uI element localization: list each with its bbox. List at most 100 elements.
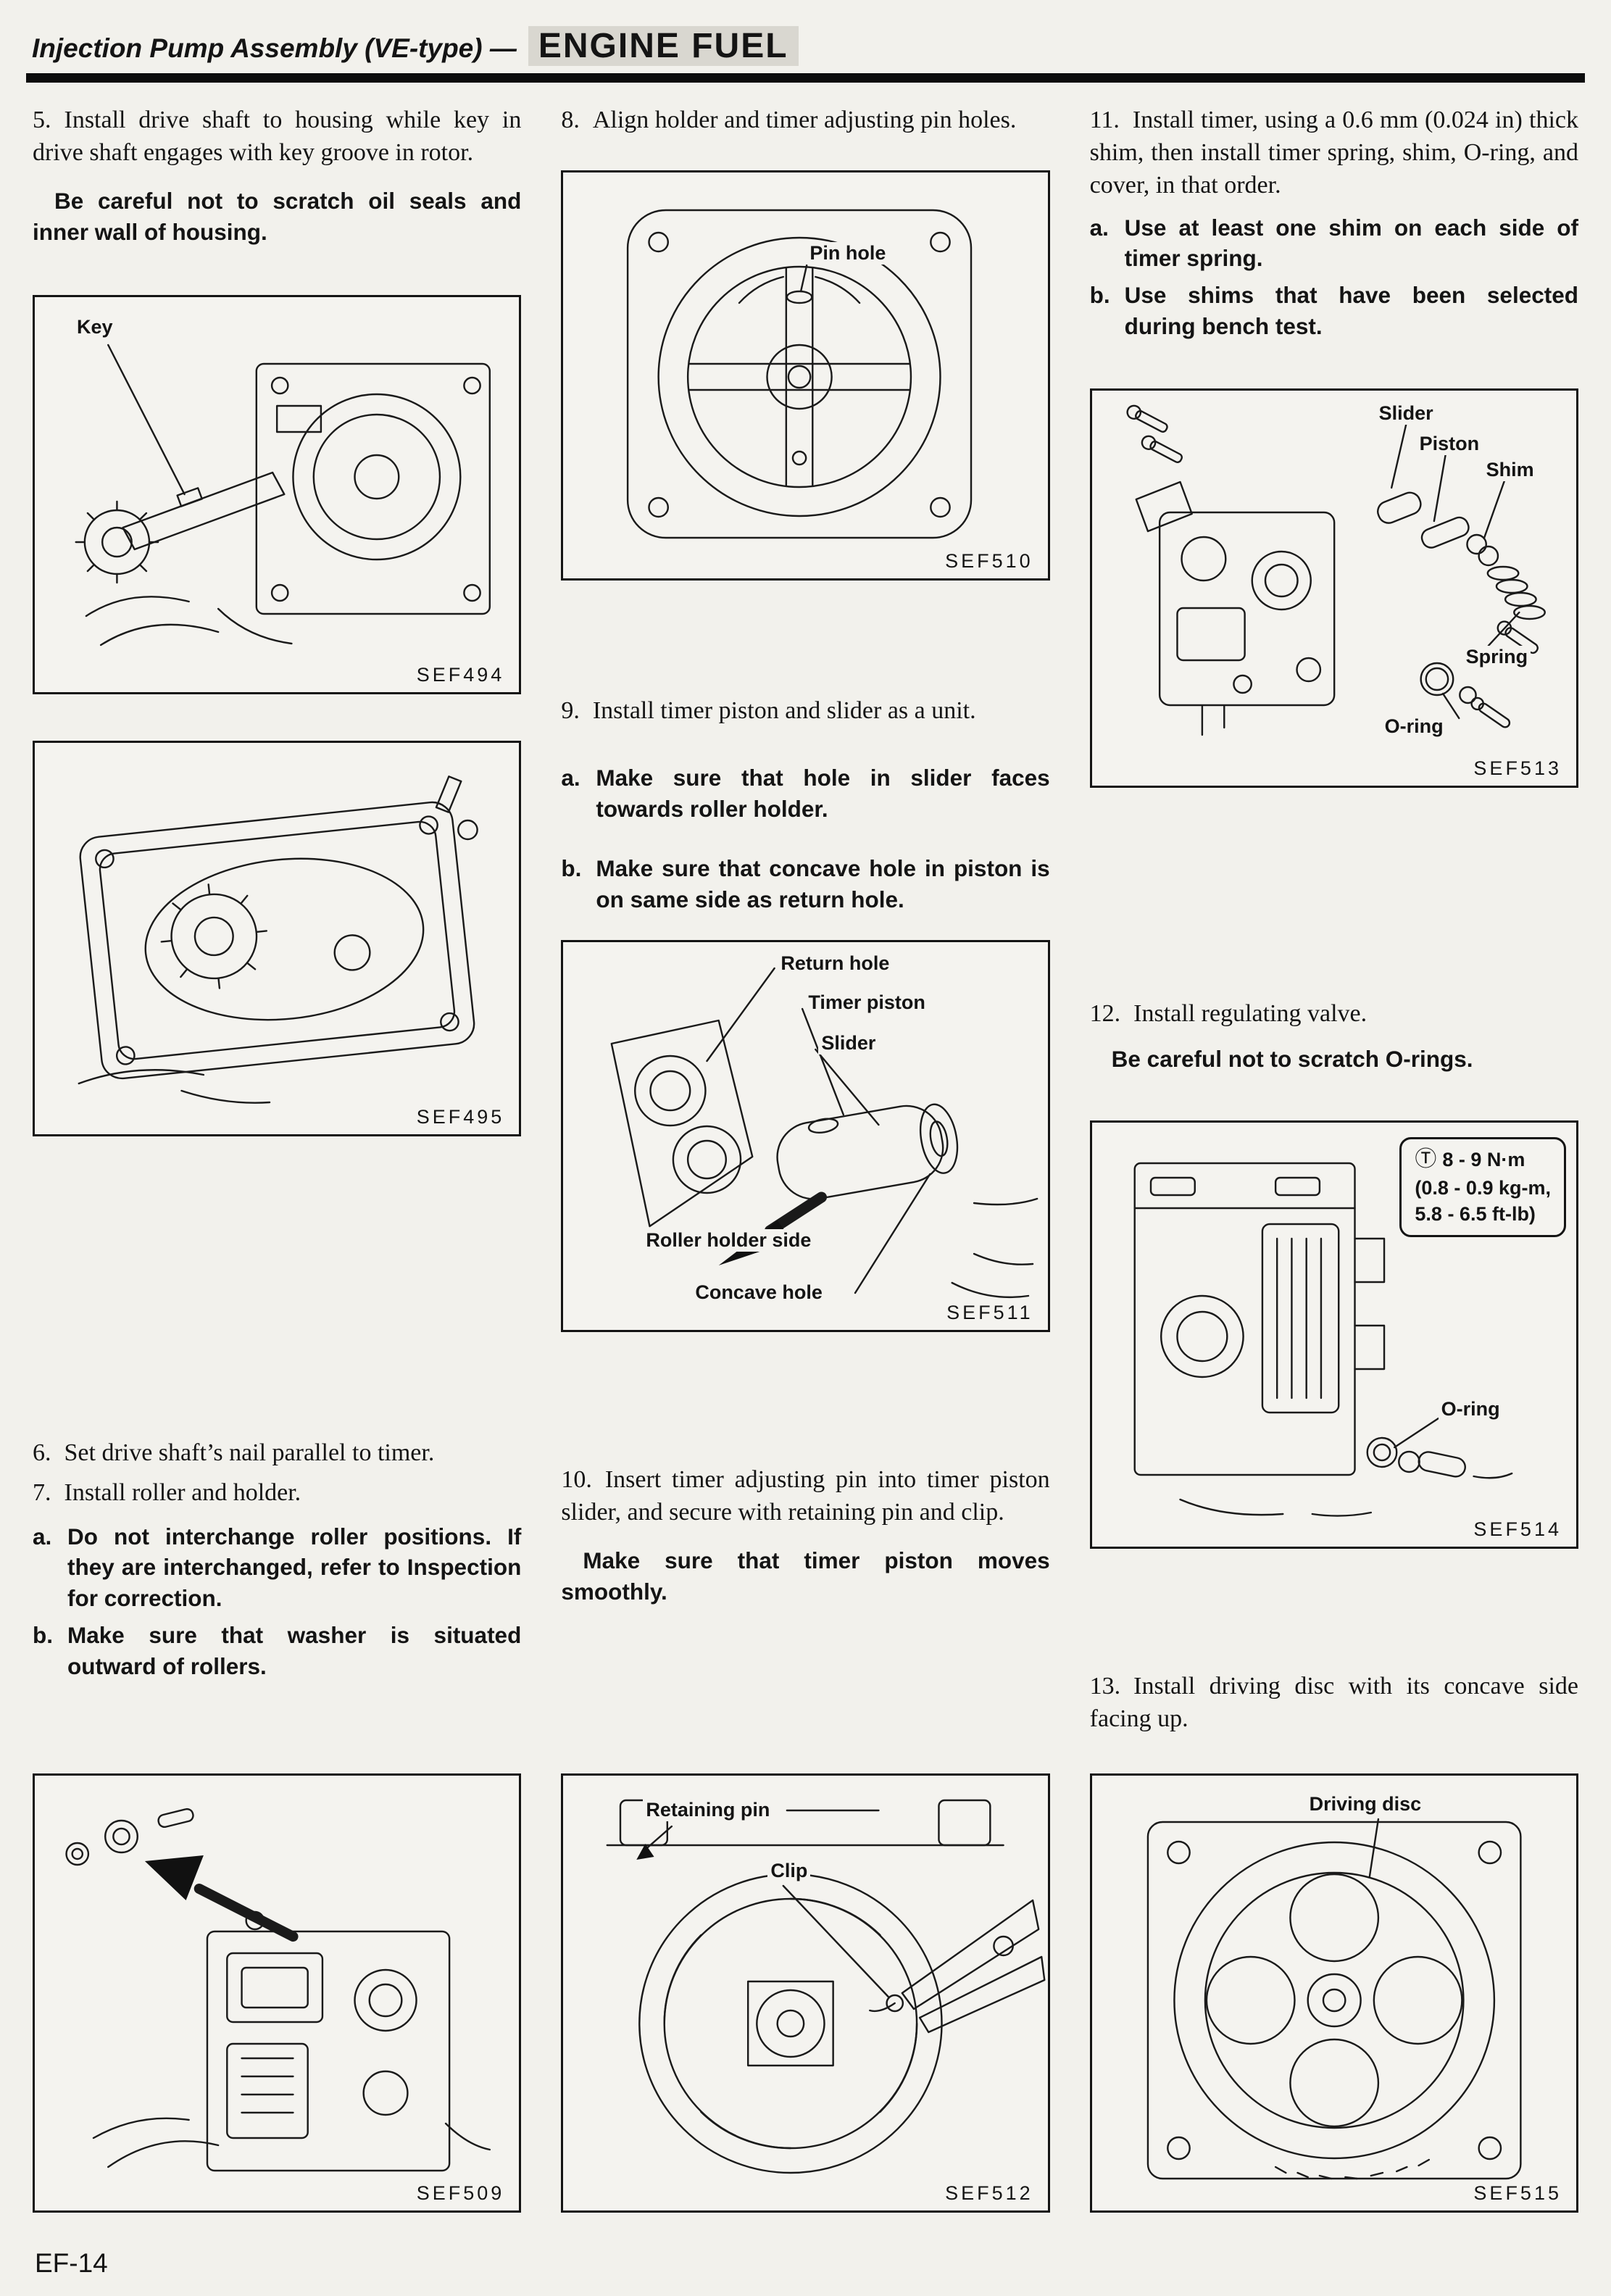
figure-label-driving-disc: Driving disc	[1306, 1793, 1425, 1816]
note-text: Make sure that concave hole in piston is…	[596, 855, 1050, 913]
step-13: 13.Install driving disc with its concave…	[1090, 1671, 1578, 1736]
torque-line-2: (0.8 - 0.9 kg-m,	[1415, 1176, 1551, 1199]
figure-code-sef511: SEF511	[944, 1302, 1036, 1325]
step-number: 8.	[561, 107, 580, 133]
figure-sef513: Slider Piston Shim Spring O-ring SEF513	[1089, 388, 1578, 788]
torque-line-3: 5.8 - 6.5 ft-lb)	[1415, 1203, 1536, 1226]
step-8: 8. Align holder and timer adjusting pin h…	[561, 104, 1049, 137]
figure-sef515: Driving disc SEF515	[1089, 1773, 1578, 2213]
column-middle: 8. Align holder and timer adjusting pin h…	[561, 93, 1050, 2213]
step-9: 9. Install timer piston and slider as a u…	[561, 695, 1049, 728]
figure-sef494: Key SEF494	[33, 294, 522, 694]
column-right: 11.Install timer, using a 0.6 mm (0.024 …	[1089, 93, 1578, 2213]
step-11: 11.Install timer, using a 0.6 mm (0.024 …	[1090, 104, 1578, 202]
step-text: Install roller and holder.	[64, 1478, 301, 1506]
step-text: Install drive shaft to housing while key…	[33, 107, 522, 166]
figure-label-concave-hole: Concave hole	[692, 1281, 825, 1305]
figure-label-timer-piston: Timer piston	[805, 991, 928, 1015]
figure-label-return-hole: Return hole	[778, 952, 893, 976]
figure-label-clip: Clip	[767, 1860, 811, 1883]
step-number: 7.	[33, 1478, 51, 1506]
sef512-illustration	[606, 1799, 1046, 2174]
note-11b: b. Use shims that have been selected dur…	[1090, 280, 1578, 342]
step-6: 6. Set drive shaft’s nail parallel to tim…	[33, 1437, 521, 1470]
header-rule	[26, 73, 1585, 83]
step-text: Set drive shaft’s nail parallel to timer…	[64, 1439, 435, 1466]
step-number: 11.	[1089, 107, 1120, 133]
figure-label-o-ring: O-ring	[1381, 715, 1446, 738]
step-number: 5.	[33, 107, 51, 133]
step-text: Install regulating valve.	[1133, 999, 1368, 1027]
step-number: 12.	[1089, 999, 1121, 1027]
step-text: Install driving disc with its concave si…	[1089, 1673, 1578, 1733]
note-marker: a.	[561, 764, 580, 791]
figure-code-sef512: SEF512	[942, 2182, 1036, 2205]
footer-page-number: EF-14	[35, 2248, 108, 2278]
figure-sef512: Retaining pin Clip SEF512	[561, 1773, 1050, 2213]
content-columns: 5.Install drive shaft to housing while k…	[33, 93, 1578, 2213]
note-text: Make sure that hole in slider faces towa…	[596, 764, 1050, 822]
sef495-illustration	[78, 775, 478, 1104]
note-text: Do not interchange roller positions. If …	[67, 1523, 522, 1612]
note-marker: b.	[33, 1622, 53, 1649]
note-text: Use shims that have been selected during…	[1124, 282, 1578, 340]
note-10: Make sure that timer piston moves smooth…	[561, 1547, 1050, 1605]
figure-code-sef515: SEF515	[1470, 2182, 1565, 2205]
sef510-illustration	[627, 209, 973, 539]
note-marker: a.	[33, 1523, 52, 1550]
note-marker: b.	[1089, 282, 1110, 309]
sef514-illustration	[1133, 1162, 1513, 1517]
torque-symbol-icon: Ⓣ	[1415, 1147, 1437, 1172]
step-text: Install timer, using a 0.6 mm (0.024 in)…	[1089, 107, 1578, 199]
figure-label-piston: Piston	[1416, 432, 1483, 455]
note-9b: b. Make sure that concave hole in piston…	[561, 853, 1049, 915]
step-text: Insert timer adjusting pin into timer pi…	[561, 1466, 1050, 1526]
step-text: Align holder and timer adjusting pin hol…	[592, 107, 1017, 133]
header-section-title: ENGINE FUEL	[528, 26, 799, 66]
sef509-illustration	[65, 1808, 491, 2172]
figure-label-roller-holder-side: Roller holder side	[643, 1229, 815, 1252]
figure-label-slider: Slider	[818, 1032, 879, 1055]
figure-label-spring: Spring	[1462, 645, 1531, 668]
sef511-illustration	[610, 967, 1038, 1299]
figure-sef511: Return hole Timer piston Slider Roller h…	[561, 940, 1050, 1333]
step-number: 9.	[561, 696, 580, 724]
torque-value: 8 - 9 N·m	[1442, 1149, 1525, 1171]
sef513-illustration	[1126, 404, 1546, 736]
step-number: 6.	[33, 1439, 51, 1466]
figure-label-o-ring: O-ring	[1438, 1398, 1503, 1421]
figure-code-sef513: SEF513	[1470, 757, 1565, 780]
step-number: 10.	[561, 1466, 592, 1494]
note-9a: a. Make sure that hole in slider faces t…	[561, 762, 1049, 825]
note-7a: a. Do not interchange roller positions. …	[33, 1521, 521, 1614]
figure-sef510: Pin hole SEF510	[561, 170, 1050, 581]
sef494-illustration	[75, 344, 491, 646]
caution-step5: Be careful not to scratch oil seals and …	[33, 187, 522, 245]
caution-step12: Be careful not to scratch O-rings.	[1111, 1045, 1473, 1072]
figure-label-shim: Shim	[1483, 458, 1537, 481]
note-11a: a. Use at least one shim on each side of…	[1090, 212, 1578, 275]
figure-label-pin-hole: Pin hole	[807, 241, 889, 265]
note-text: Make sure that washer is situated outwar…	[67, 1622, 522, 1679]
figure-code-sef514: SEF514	[1470, 1518, 1565, 1542]
step-5: 5.Install drive shaft to housing while k…	[33, 104, 521, 170]
step-10: 10.Insert timer adjusting pin into timer…	[561, 1464, 1049, 1529]
figure-sef509: SEF509	[33, 1773, 522, 2213]
figure-label-key: Key	[74, 315, 116, 338]
header-title: Injection Pump Assembly (VE-type) —	[32, 33, 517, 63]
step-7: 7. Install roller and holder.	[33, 1477, 521, 1510]
column-left: 5.Install drive shaft to housing while k…	[33, 93, 522, 2213]
step-text: Install timer piston and slider as a uni…	[592, 696, 976, 724]
page-header: Injection Pump Assembly (VE-type) — ENGI…	[32, 26, 1583, 66]
step-number: 13.	[1089, 1673, 1121, 1700]
figure-code-sef510: SEF510	[942, 549, 1036, 573]
note-marker: a.	[1089, 214, 1109, 241]
figure-sef495: SEF495	[33, 740, 522, 1136]
figure-label-retaining-pin: Retaining pin	[643, 1799, 773, 1822]
note-text: Use at least one shim on each side of ti…	[1124, 214, 1578, 272]
note-marker: b.	[561, 855, 582, 882]
